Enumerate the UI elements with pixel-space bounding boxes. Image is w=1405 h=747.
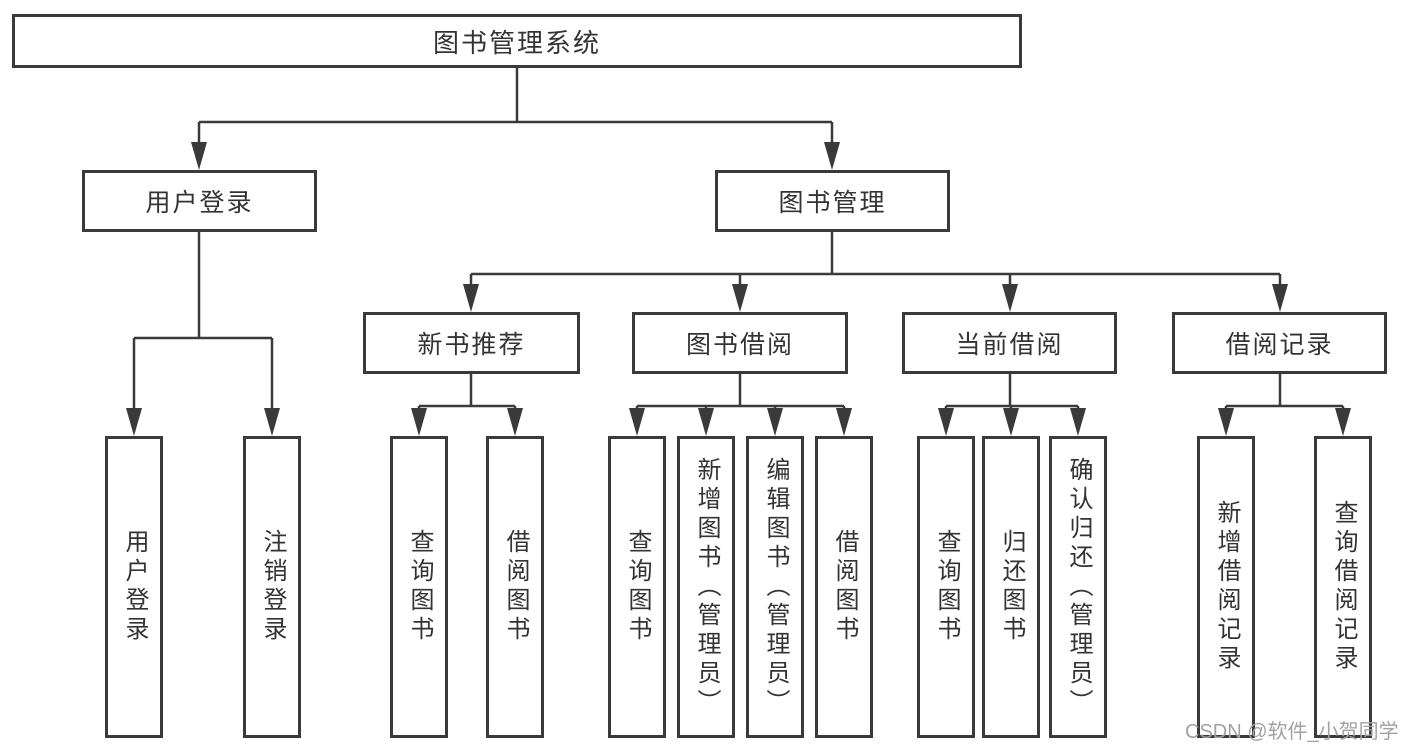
leaf-borrow-books-borrowing: 借阅图书: [815, 436, 873, 738]
csdn-watermark: CSDN @软件_小贺同学: [1185, 721, 1399, 743]
connector-new-book-recommend: [411, 374, 523, 436]
leaf-edit-books-admin: 编辑图书（管理员）: [746, 436, 804, 738]
node-label: 借阅记录: [1225, 331, 1334, 359]
leaf-confirm-return-admin: 确认归还（管理员）: [1049, 436, 1107, 738]
leaf-label: 查询图书: [624, 529, 651, 645]
leaf-query-books-recommend: 查询图书: [390, 436, 448, 738]
node-label: 图书借阅: [685, 331, 794, 359]
node-new-book-recommend: 新书推荐: [363, 312, 580, 374]
node-label: 当前借阅: [955, 331, 1064, 359]
leaf-label: 归还图书: [998, 529, 1025, 645]
node-library-management-system: 图书管理系统: [12, 14, 1022, 68]
leaf-query-borrow-record: 查询借阅记录: [1314, 436, 1372, 738]
connector-book-borrowing: [629, 374, 852, 436]
leaf-label: 编辑图书（管理员）: [762, 456, 789, 718]
leaf-label: 用户登录: [121, 529, 148, 645]
connector-user-login: [126, 232, 280, 436]
leaf-label: 查询图书: [406, 529, 433, 645]
leaf-label: 新增图书（管理员）: [693, 456, 720, 718]
node-current-borrowing: 当前借阅: [902, 312, 1117, 374]
leaf-user-login: 用户登录: [105, 436, 163, 738]
node-user-login: 用户登录: [82, 170, 317, 232]
leaf-query-books-current: 查询图书: [917, 436, 975, 738]
leaf-add-borrow-record: 新增借阅记录: [1197, 436, 1255, 738]
leaf-label: 借阅图书: [831, 529, 858, 645]
leaf-label: 查询图书: [933, 529, 960, 645]
node-label: 图书管理: [778, 189, 887, 217]
leaf-label: 查询借阅记录: [1330, 500, 1357, 674]
node-label: 新书推荐: [417, 331, 526, 359]
node-borrowing-records: 借阅记录: [1172, 312, 1387, 374]
node-label: 用户登录: [145, 189, 254, 217]
connector-current-borrowing: [938, 374, 1086, 436]
leaf-query-books-borrowing: 查询图书: [608, 436, 666, 738]
leaf-logout-login: 注销登录: [243, 436, 301, 738]
leaf-add-books-admin: 新增图书（管理员）: [677, 436, 735, 738]
leaf-label: 确认归还（管理员）: [1065, 456, 1092, 718]
node-book-borrowing: 图书借阅: [632, 312, 848, 374]
connector-book-management: [463, 232, 1288, 312]
leaf-borrow-books-recommend: 借阅图书: [486, 436, 544, 738]
leaf-label: 借阅图书: [502, 529, 529, 645]
leaf-label: 新增借阅记录: [1213, 500, 1240, 674]
connector-root: [191, 68, 840, 170]
leaf-return-books: 归还图书: [982, 436, 1040, 738]
node-book-management: 图书管理: [715, 170, 950, 232]
leaf-label: 注销登录: [259, 529, 286, 645]
node-label: 图书管理系统: [432, 27, 601, 58]
connector-borrowing-records: [1218, 374, 1351, 436]
